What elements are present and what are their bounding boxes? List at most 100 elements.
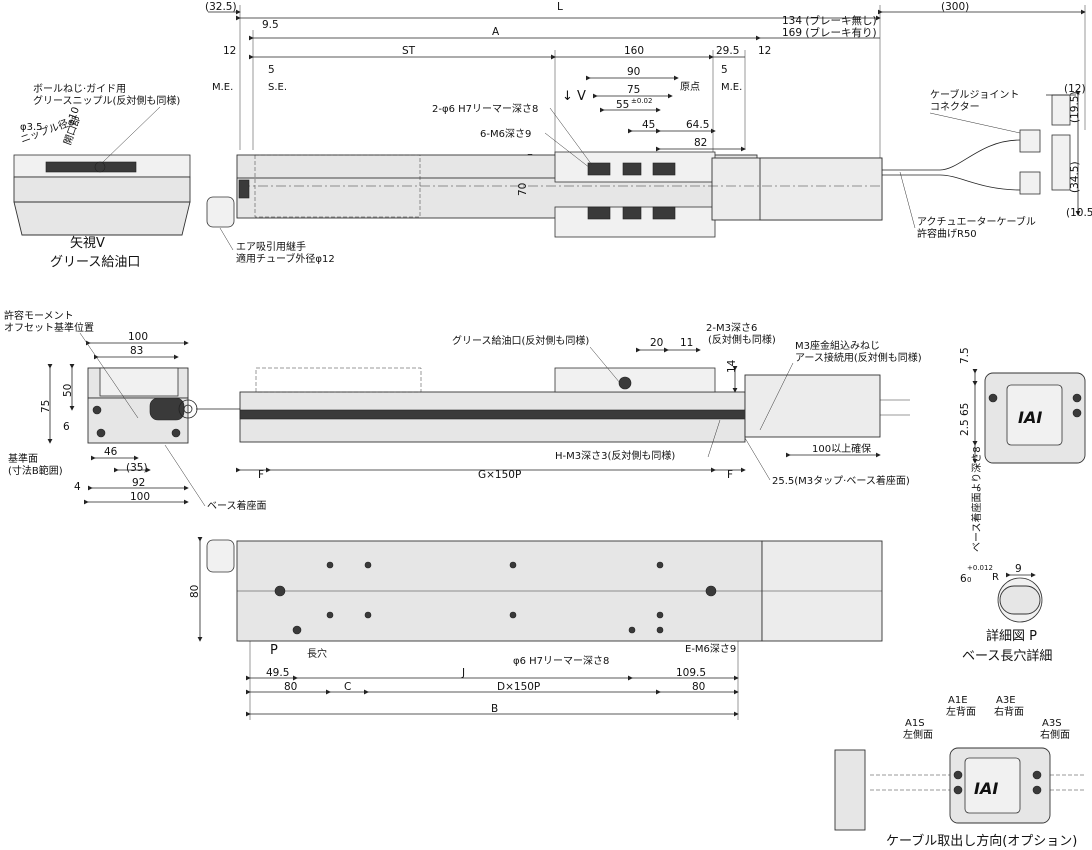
- dim-64-5: 64.5: [686, 119, 709, 131]
- dim-c19-5: (19.5): [1069, 91, 1081, 123]
- dim-ST: ST: [402, 45, 416, 57]
- dim-20: 20: [650, 337, 663, 349]
- note-depth8: ベース着座面より深さ8: [970, 446, 983, 552]
- note-tap-25-5: 25.5(M3タップ·ベース着座面): [772, 474, 910, 487]
- label-a1s: A1S: [905, 718, 925, 729]
- dim-46: 46: [104, 446, 118, 458]
- note-e-m6: E-M6深さ9: [685, 643, 736, 655]
- note-m6: 6-M6深さ9: [480, 128, 531, 140]
- label-me-left: M.E.: [212, 82, 233, 93]
- dim-80-left: 80: [284, 681, 297, 693]
- label-cable-joint: ケーブルジョイント: [930, 88, 1019, 101]
- dim-50: 50: [62, 384, 74, 397]
- dim-detail-6: 6: [960, 573, 967, 585]
- title-slot-detail: ベース長穴詳細: [962, 648, 1052, 664]
- cable-option-view: IAI A1E 左背面 A3E 右背面 A1S 左側面 A3S 右側面 ケーブル…: [834, 695, 1085, 849]
- label-grease-2: グリースニップル(反対側も同様): [33, 94, 180, 107]
- tol-55: ±0.02: [631, 97, 652, 105]
- dim-5-left: 5: [268, 64, 275, 76]
- dim-2-5: 2.5: [959, 419, 971, 436]
- dim-F-right: F: [727, 469, 733, 481]
- dim-B: B: [491, 703, 498, 715]
- label-a3s: A3S: [1042, 718, 1062, 729]
- dim-9: 9: [1015, 563, 1022, 575]
- dim-G: G×150P: [478, 469, 521, 481]
- dim-75: 75: [627, 84, 640, 96]
- label-actuator-cable: アクチュエーターケーブル: [917, 215, 1036, 228]
- dim-75: 75: [40, 400, 52, 413]
- label-slot: 長穴: [307, 647, 327, 660]
- dim-L: L: [557, 1, 563, 13]
- note-m3-washer: M3座金組込みねじ: [795, 339, 880, 352]
- label-grease-1: ボールねじ·ガイド用: [33, 83, 126, 95]
- label-a3s-desc: 右側面: [1040, 728, 1070, 741]
- label-air-joint: エア吸引用継手: [236, 240, 306, 253]
- label-r: R: [992, 572, 999, 583]
- note-brake-yes: 169 (ブレーキ有り): [782, 26, 877, 39]
- label-origin: 原点: [680, 81, 700, 93]
- note-clearance: 100以上確保: [812, 442, 871, 455]
- bottom-view: 80 P 長穴 φ6 H7リーマー深さ8 E-M6深さ9 49.5 J 109.…: [189, 537, 883, 720]
- title-grease-port: グリース給油口: [50, 255, 140, 270]
- side-view: グリース給油口(反対側も同様) 20 11 2-M3深さ6 (反対側も同様) 1…: [178, 322, 922, 487]
- dim-c34-5: (34.5): [1069, 161, 1081, 193]
- note-ground: アース接続用(反対側も同様): [795, 351, 922, 364]
- label-tube: 適用チューブ外径φ12: [236, 252, 335, 265]
- dim-C: C: [344, 681, 351, 693]
- dim-80-vertical: 80: [189, 585, 201, 598]
- note-brake-none: 134 (ブレーキ無し): [782, 14, 877, 27]
- label-me-right: M.E.: [721, 82, 742, 93]
- label-ref-range: (寸法B範囲): [8, 464, 63, 477]
- label-se: S.E.: [268, 82, 287, 93]
- dim-92: 92: [132, 477, 145, 489]
- label-phi3-5: φ3.5: [20, 122, 43, 133]
- dim-82: 82: [694, 137, 707, 149]
- dim-83: 83: [130, 345, 143, 357]
- title-detail-p: 詳細図 P: [986, 628, 1037, 644]
- note-reamer: 2-φ6 H7リーマー深さ8: [432, 103, 538, 115]
- dim-100-bottom: 100: [130, 491, 150, 503]
- dim-12-left: 12: [223, 45, 236, 57]
- dim-c12: (12): [1064, 83, 1086, 95]
- dim-J: J: [461, 667, 465, 679]
- option-logo: IAI: [974, 779, 998, 798]
- note-m3-depth6: 2-M3深さ6: [706, 322, 757, 334]
- note-reamer-bottom: φ6 H7リーマー深さ8: [513, 655, 609, 667]
- dim-45: 45: [642, 119, 655, 131]
- dim-109-5: 109.5: [676, 667, 706, 679]
- dim-D: D×150P: [497, 681, 540, 693]
- dim-65: 65: [959, 403, 971, 416]
- end-view: IAI 7.5 65 2.5: [959, 347, 1086, 464]
- dim-6: 6: [63, 421, 70, 433]
- label-a3e: A3E: [996, 695, 1016, 706]
- label-base-seat: ベース着座面: [207, 499, 267, 512]
- note-m3-opposite: (反対側も同様): [708, 333, 776, 346]
- label-a3e-desc: 右背面: [994, 705, 1024, 718]
- dim-35: (35): [126, 462, 148, 474]
- dim-29-5: 29.5: [716, 45, 739, 57]
- top-view: (32.5) L (300) 9.5 A 134 (ブレーキ無し) 169 (ブ…: [205, 1, 1092, 265]
- dim-9-5: 9.5: [262, 19, 279, 31]
- arrow-v: ↓ V: [562, 89, 586, 104]
- dim-14: 14: [726, 359, 738, 373]
- label-moment-2: オフセット基準位置: [4, 321, 94, 334]
- dim-A: A: [492, 26, 500, 38]
- dim-160: 160: [624, 45, 644, 57]
- label-p: P: [270, 643, 278, 658]
- dim-70: 70: [517, 183, 529, 196]
- dim-7-5: 7.5: [959, 347, 971, 364]
- label-a1s-desc: 左側面: [903, 728, 933, 741]
- view-v: ボールねじ·ガイド用 グリースニップル(反対側も同様) φ3.5 ニップル径 φ…: [13, 83, 191, 270]
- title-cable-option: ケーブル取出し方向(オプション): [886, 833, 1077, 849]
- tol-lower: 0: [967, 576, 971, 584]
- label-moment-1: 許容モーメント: [4, 309, 74, 322]
- dim-5-right: 5: [721, 64, 728, 76]
- dim-49-5: 49.5: [266, 667, 289, 679]
- end-logo: IAI: [1018, 408, 1042, 427]
- dim-12-right: 12: [758, 45, 771, 57]
- label-ref-face: 基準面: [8, 452, 38, 465]
- dim-80-right: 80: [692, 681, 705, 693]
- dim-F-left: F: [258, 469, 264, 481]
- label-bend-radius: 許容曲げR50: [917, 227, 977, 240]
